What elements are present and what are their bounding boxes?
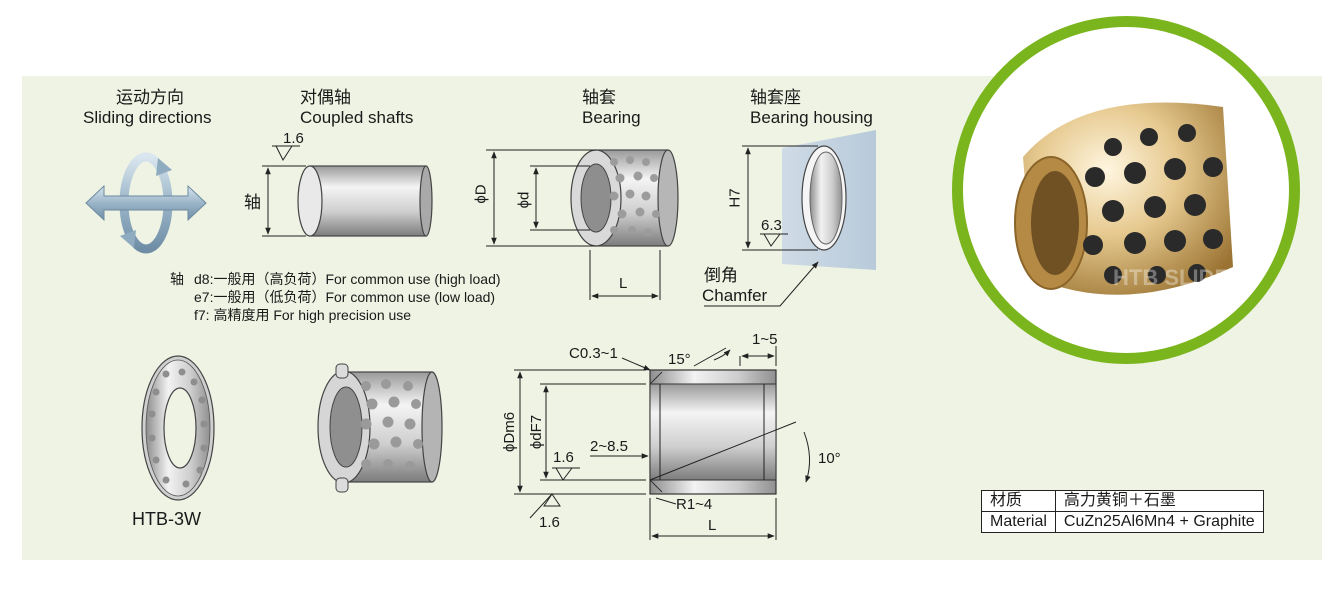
dim-inner: ϕdF7 [528,414,546,450]
housing-roughness: 6.3 [761,217,782,234]
length-L: L [708,517,717,534]
bronze-bearing-icon: HTB SLIDE BEARING [1014,102,1233,316]
material-label-zh: 材质 [981,490,1056,512]
dim-outer: ϕDm6 [501,411,519,453]
sliding-title-zh: 运动方向 [116,88,184,107]
angle-right: 10° [818,450,841,467]
range-mid: 2~8.5 [590,438,628,455]
table-row: 材质 高力黄铜＋石墨 [981,490,1264,512]
sliding-arrows-icon [85,152,207,254]
bearing-dim-D: ϕD [472,184,490,204]
chamfer-zh: 倒角 [704,266,738,285]
sliding-title-en: Sliding directions [83,108,212,127]
roughness-bottom: 1.6 [539,514,560,531]
material-label-en: Material [981,511,1056,533]
shaft-illustration [262,145,433,237]
flanged-bearing-illustration [317,363,443,493]
watermark-line2: BEARING [1123,294,1215,316]
shaft-title-zh: 对偶轴 [300,88,351,107]
shaft-title-en: Coupled shafts [300,108,414,127]
tolerance-line-1: d8:一般用（高负荷）For common use (high load) [194,271,501,287]
bearing-dim-L: L [619,275,628,292]
roughness-inner: 1.6 [553,449,574,466]
model-name: HTB-3W [132,509,201,529]
radius-spec: R1~4 [676,496,713,513]
bearing-illustration [486,149,679,300]
chamfer-en: Chamfer [702,286,768,305]
bearing-title-zh: 轴套 [582,88,616,107]
material-value-zh: 高力黄铜＋石墨 [1054,490,1264,512]
material-value-en: CuZn25Al6Mn4 + Graphite [1054,511,1264,533]
bearing-dim-d: ϕd [515,191,533,209]
product-photo: HTB SLIDE BEARING [952,16,1300,364]
tolerance-line-3: f7: 高精度用 For high precision use [194,307,412,323]
range-top: 1~5 [752,331,778,348]
watermark-line1: HTB SLIDE [1113,265,1229,290]
table-row: Material CuZn25Al6Mn4 + Graphite [981,511,1264,533]
housing-dim-H: H7 [726,188,744,208]
tolerance-prefix: 轴 [170,271,184,287]
angle-top: 15° [668,351,691,368]
housing-title-zh: 轴套座 [750,88,801,107]
section-drawing [514,346,811,540]
shaft-axis-label: 轴 [244,193,261,212]
shaft-roughness: 1.6 [283,130,304,147]
housing-title-en: Bearing housing [750,108,873,127]
chamfer-spec: C0.3~1 [569,345,618,362]
material-table: 材质 高力黄铜＋石墨 Material CuZn25Al6Mn4 + Graph… [981,490,1264,533]
housing-illustration [704,130,876,307]
tolerance-line-2: e7:一般用（低负荷）For common use (low load) [194,289,496,305]
washer-illustration [141,355,215,501]
bearing-title-en: Bearing [582,108,641,127]
